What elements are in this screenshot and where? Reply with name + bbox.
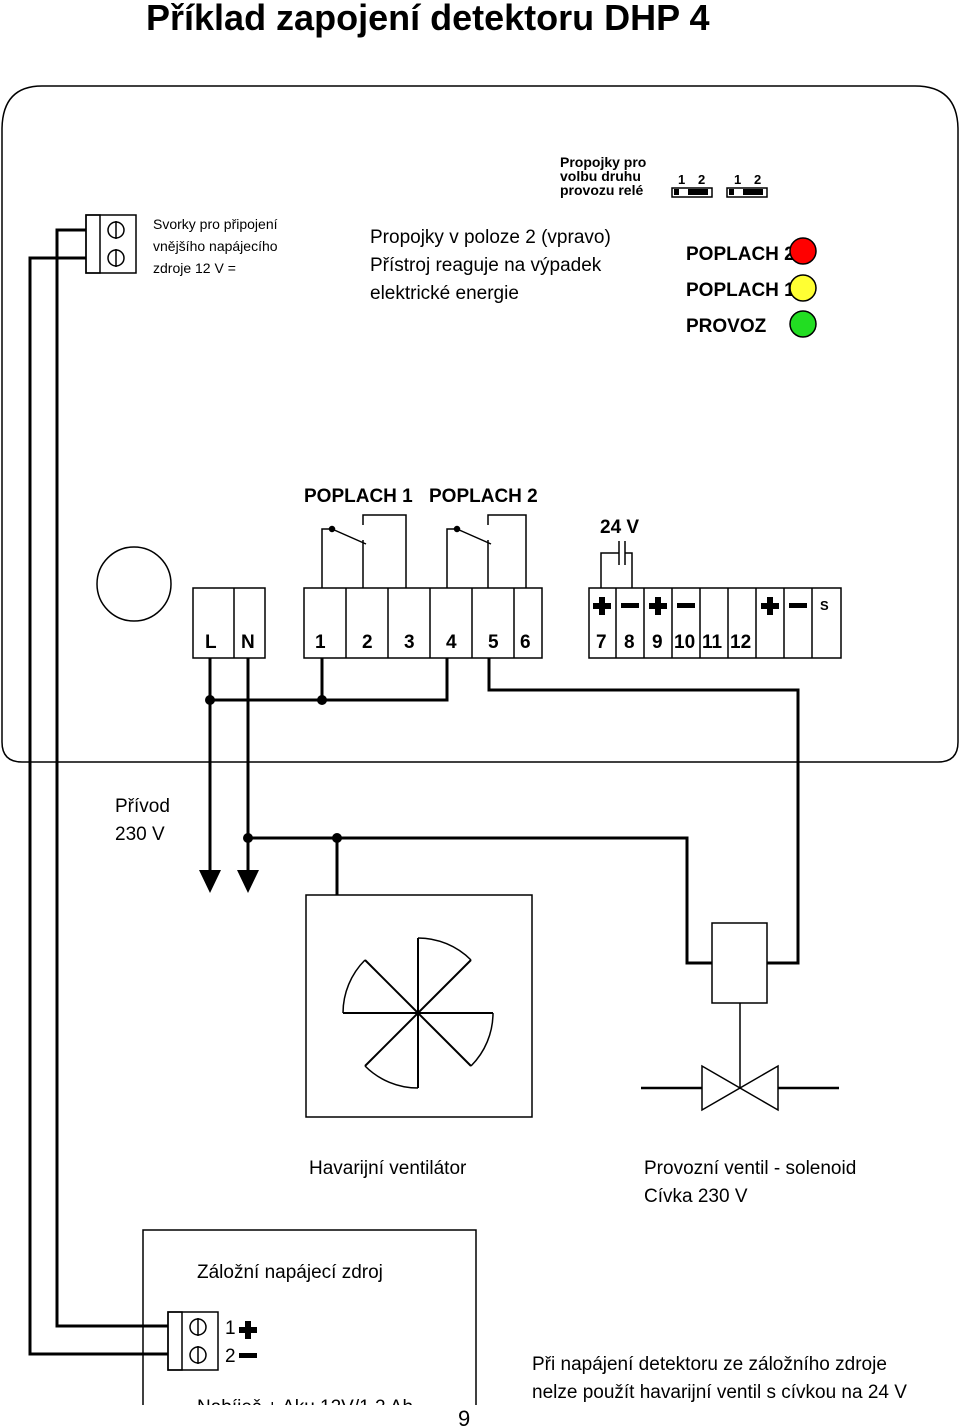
backup-plus-icon xyxy=(239,1321,257,1339)
polarity-minus-icon xyxy=(789,603,807,608)
supply-label: Přívod 230 V xyxy=(115,796,175,845)
svg-text:N: N xyxy=(241,632,255,653)
page-number: 9 xyxy=(458,1406,470,1428)
backup-supply-box xyxy=(142,1229,477,1405)
solenoid-valve-icon xyxy=(641,922,839,1112)
jumper-note: Propojky v poloze 2 (vpravo) Přístroj re… xyxy=(370,227,616,304)
svg-text:11: 11 xyxy=(702,632,723,653)
relay-label-poplach2: POPLACH 2 xyxy=(429,486,538,507)
svg-text:1: 1 xyxy=(678,172,685,187)
terminal-strip-low-voltage: 7 8 9 10 11 12 S xyxy=(588,587,842,659)
svg-text:10: 10 xyxy=(674,632,695,653)
wiring xyxy=(28,228,800,1356)
sensor-opening xyxy=(96,546,172,622)
svg-text:12: 12 xyxy=(730,632,751,653)
wire-junctions xyxy=(205,695,342,843)
page-title: Příklad zapojení detektoru DHP 4 xyxy=(146,0,709,38)
supply-terminal-label: Svorky pro připojení vnějšího napájecího… xyxy=(153,216,281,276)
svg-text:L: L xyxy=(205,632,217,653)
polarity-minus-icon xyxy=(677,603,695,608)
supply-arrow-l-icon xyxy=(199,870,221,893)
led-poplach1-yellow xyxy=(789,274,817,302)
polarity-plus-icon xyxy=(761,597,779,615)
terminal-strip-relay: 1 2 3 4 5 6 xyxy=(303,587,543,659)
svg-text:7: 7 xyxy=(596,632,607,653)
detector-housing xyxy=(1,85,959,763)
terminal-strip-power: L N xyxy=(192,587,266,659)
supply-arrow-n-icon xyxy=(237,870,259,893)
led-poplach2-red xyxy=(789,237,817,265)
backup-supply-footer: Nabíječ + Aku 12V/1,2 Ah xyxy=(197,1397,413,1418)
valve-label: Provozní ventil - solenoid Cívka 230 V xyxy=(644,1158,862,1207)
led-label-provoz: PROVOZ xyxy=(686,316,767,337)
warning-note: Při napájení detektoru ze záložního zdro… xyxy=(532,1354,907,1403)
backup-terminal-2: 2 xyxy=(225,1346,236,1367)
dc-voltage-label: 24 V xyxy=(600,517,639,538)
svg-text:6: 6 xyxy=(520,632,531,653)
relay-contact-poplach2 xyxy=(446,514,527,588)
backup-terminal-block xyxy=(167,1311,219,1371)
supply-terminal-block xyxy=(85,214,137,274)
backup-terminal-1: 1 xyxy=(225,1318,236,1339)
led-label-poplach1: POPLACH 1 xyxy=(686,280,795,301)
svg-text:1: 1 xyxy=(734,172,741,187)
led-label-poplach2: POPLACH 2 xyxy=(686,244,795,265)
fan-icon xyxy=(305,894,533,1118)
fan-label: Havarijní ventilátor xyxy=(309,1158,467,1179)
capacitor-symbol xyxy=(600,541,633,588)
shield-terminal-label: S xyxy=(820,598,829,613)
jumper-block-2: 1 2 xyxy=(726,172,768,198)
svg-text:5: 5 xyxy=(488,632,499,653)
polarity-plus-icon xyxy=(593,597,611,615)
svg-text:3: 3 xyxy=(404,632,415,653)
svg-text:2: 2 xyxy=(754,172,761,187)
svg-text:2: 2 xyxy=(698,172,705,187)
backup-supply-title: Záložní napájecí zdroj xyxy=(197,1262,383,1283)
polarity-plus-icon xyxy=(649,597,667,615)
svg-text:2: 2 xyxy=(362,632,373,653)
jumper-block-1: 1 2 xyxy=(671,172,713,198)
svg-text:4: 4 xyxy=(446,632,457,653)
svg-text:1: 1 xyxy=(315,632,326,653)
polarity-minus-icon xyxy=(621,603,639,608)
svg-text:9: 9 xyxy=(652,632,663,653)
led-provoz-green xyxy=(789,310,817,338)
relay-contact-poplach1 xyxy=(321,514,407,588)
relay-label-poplach1: POPLACH 1 xyxy=(304,486,413,507)
relay-jumper-label: Propojky pro volbu druhu provozu relé xyxy=(560,154,650,198)
backup-minus-icon xyxy=(239,1353,257,1358)
svg-text:8: 8 xyxy=(624,632,635,653)
